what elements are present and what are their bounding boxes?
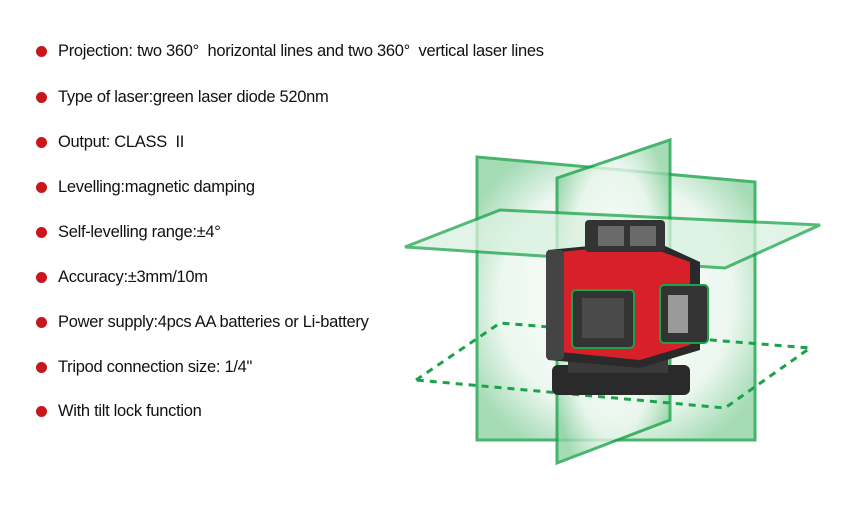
- bullet-icon: [36, 136, 47, 148]
- laser-level-illustration: [404, 137, 821, 466]
- spec-item-power: Power supply:4pcs AA batteries or Li-bat…: [36, 311, 369, 333]
- bullet-icon: [36, 181, 47, 193]
- bullet-icon: [36, 271, 47, 283]
- spec-item-projection: Projection: two 360° horizontal lines an…: [36, 40, 544, 62]
- bullet-icon: [36, 405, 47, 417]
- spec-item-tilt-lock: With tilt lock function: [36, 400, 202, 422]
- spec-item-output: Output: CLASS II: [36, 131, 184, 153]
- bullet-icon: [36, 45, 47, 57]
- bullet-icon: [36, 91, 47, 103]
- spec-item-tripod: Tripod connection size: 1/4": [36, 356, 252, 378]
- spec-item-accuracy: Accuracy:±3mm/10m: [36, 266, 208, 288]
- floor-laser-plane: [411, 321, 815, 410]
- bullet-icon: [36, 226, 47, 238]
- laser-level-device: [546, 220, 709, 395]
- bullet-icon: [36, 361, 47, 373]
- spec-item-levelling: Levelling:magnetic damping: [36, 176, 255, 198]
- spec-item-range: Self-levelling range:±4°: [36, 221, 221, 243]
- spec-item-laser-type: Type of laser:green laser diode 520nm: [36, 86, 329, 108]
- bullet-icon: [36, 316, 47, 328]
